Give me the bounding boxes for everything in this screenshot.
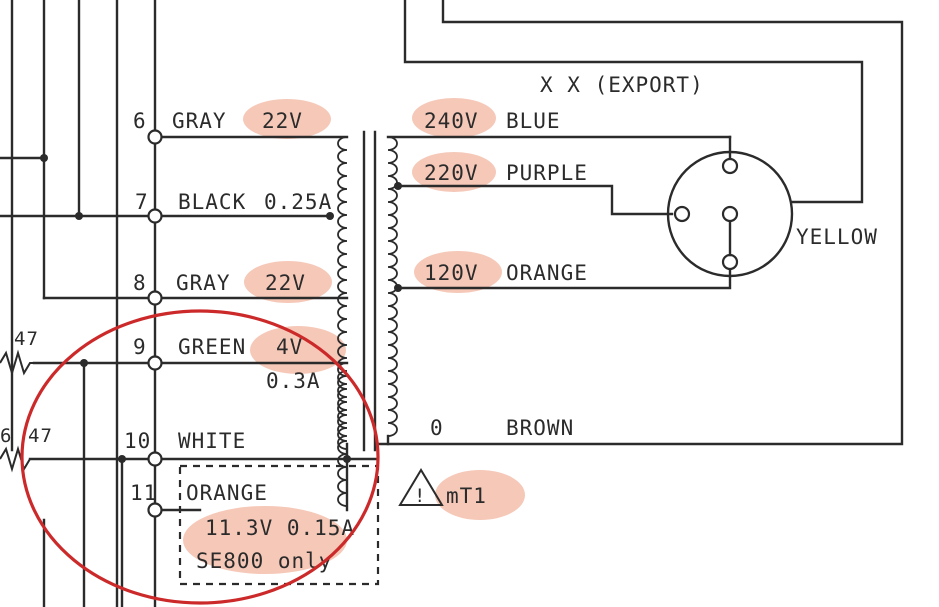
resistor-47-lower	[0, 445, 31, 473]
labels: X X (EXPORT) 6 GRAY 22V 7 BLACK 0.25A 8 …	[0, 73, 878, 573]
tap-7-marker	[147, 208, 163, 224]
junction-dot	[80, 359, 88, 367]
sec-220v-color: PURPLE	[506, 161, 588, 185]
tap-9-voltage: 4V	[276, 335, 303, 359]
primary-coil-upper	[337, 136, 348, 450]
tap-9-current: 0.3A	[266, 369, 321, 393]
tap-6-voltage: 22V	[262, 109, 303, 133]
tap-11-color: ORANGE	[186, 481, 268, 505]
sec-240v-color: BLUE	[506, 109, 561, 133]
tap-7-color: BLACK	[178, 190, 246, 214]
export-wire	[403, 0, 864, 204]
transformer-ref: mT1	[446, 484, 487, 508]
tap-8-color: GRAY	[176, 271, 231, 295]
export-label: X X (EXPORT)	[540, 73, 704, 97]
tap-8-voltage: 22V	[265, 271, 306, 295]
tap-11-rating: 11.3V 0.15A	[205, 516, 355, 540]
wiring	[0, 0, 904, 607]
junction-dot	[343, 455, 351, 463]
tap-9-number: 9	[133, 335, 147, 359]
top-loop-wire	[375, 0, 904, 446]
tap-7-current: 0.25A	[264, 190, 332, 214]
tap-10-marker	[147, 451, 163, 467]
resistor-value-upper: 47	[14, 328, 39, 350]
tap-11-number: 11	[130, 481, 157, 505]
selector-pin-left	[673, 205, 691, 223]
secondary-120v-lead	[396, 266, 732, 290]
tap-9-marker	[147, 355, 163, 371]
resistors	[0, 349, 34, 473]
selector-pin-center	[721, 205, 739, 223]
tap-8-marker	[147, 290, 163, 306]
resistor-47-upper	[0, 349, 34, 377]
tap-6-number: 6	[133, 109, 147, 133]
primary-coil-lower	[337, 362, 348, 507]
tap-11-note: SE800 only	[196, 549, 332, 573]
tap-6-marker	[147, 129, 163, 145]
secondary-220v-lead	[396, 184, 674, 216]
junction-dot	[118, 455, 126, 463]
selector-body	[666, 150, 794, 278]
tap-10-number: 10	[124, 429, 151, 453]
se800-option-box	[178, 464, 380, 586]
highlight-11-3v	[183, 506, 347, 574]
tap-6-color: GRAY	[172, 109, 227, 133]
tap-9-color: GREEN	[178, 335, 246, 359]
highlight-22v-top	[243, 99, 331, 139]
highlight-22v-bottom	[244, 261, 332, 303]
sec-120v-voltage: 120V	[424, 261, 479, 285]
sec-240v-voltage: 240V	[424, 109, 479, 133]
warning-icon: !	[398, 468, 444, 507]
tap-11-marker	[147, 502, 163, 518]
highlight-mt1	[435, 470, 525, 520]
selector-pin-top	[721, 157, 739, 175]
highlight-220v	[412, 152, 496, 192]
highlight-120v	[414, 251, 502, 293]
highlight-240v	[412, 98, 496, 138]
tap-10-color: WHITE	[178, 429, 246, 453]
junction-dot	[326, 212, 334, 220]
left-edge-fragment: 6	[0, 425, 12, 447]
primary-tap-markers	[147, 129, 163, 518]
sec-0-color: BROWN	[506, 416, 574, 440]
warning-mark: !	[414, 485, 426, 507]
sec-0-voltage: 0	[430, 416, 444, 440]
selector-label: YELLOW	[796, 225, 878, 249]
tap-7-number: 7	[135, 190, 149, 214]
resistor-value-lower: 47	[28, 425, 53, 447]
selector-pin-bottom	[721, 253, 739, 271]
junction-dot	[75, 212, 83, 220]
junction-dot	[40, 154, 48, 162]
sec-220v-voltage: 220V	[424, 161, 479, 185]
secondary-coil	[387, 136, 398, 437]
voltage-selector	[666, 150, 794, 278]
annotation-circle	[20, 309, 380, 605]
sec-120v-color: ORANGE	[506, 261, 588, 285]
warning-triangle-icon	[398, 468, 444, 506]
tap-8-number: 8	[133, 271, 147, 295]
